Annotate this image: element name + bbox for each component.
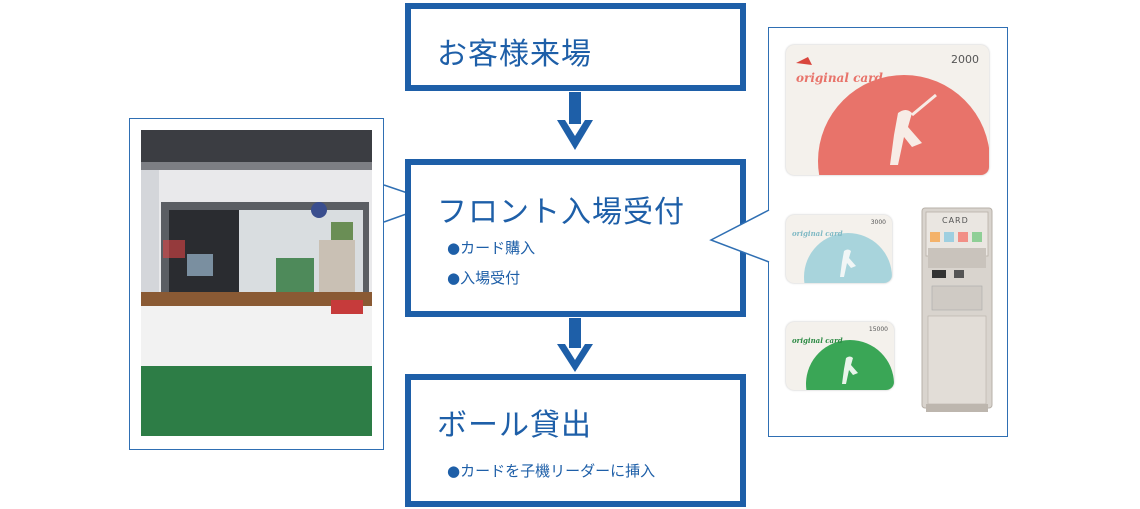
card-vending-machine: CARD xyxy=(920,207,994,414)
step-arrival-box: お客様来場 xyxy=(405,3,746,91)
card-2000-art xyxy=(796,57,989,175)
arrow-down-1 xyxy=(557,92,593,150)
step-ball-title: ボール貸出 xyxy=(437,408,592,443)
card-15000: original card 15000 xyxy=(786,322,894,390)
card-3000-art xyxy=(804,233,892,283)
card-15000-value: 15000 xyxy=(868,326,888,333)
card-15000-label: original card xyxy=(792,336,843,345)
step-ball-box: ボール貸出 ●カードを子機リーダーに挿入 xyxy=(405,374,746,507)
vending-machine-label: CARD xyxy=(942,216,969,225)
reception-photo xyxy=(141,130,372,436)
arrow-down-2 xyxy=(557,318,593,372)
step-front-title: フロント入場受付 xyxy=(437,195,685,230)
step-arrival-title: お客様来場 xyxy=(437,37,592,72)
card-3000-label: original card xyxy=(792,229,843,238)
card-15000-art xyxy=(806,340,894,390)
step-ball-bullet-1: ●カードを子機リーダーに挿入 xyxy=(447,462,656,480)
card-2000: original card 2000 xyxy=(786,45,989,175)
card-2000-label: original card xyxy=(796,71,883,85)
card-3000-value: 3000 xyxy=(870,219,886,226)
card-2000-value: 2000 xyxy=(951,53,979,66)
step-front-bullet-1: ●カード購入 xyxy=(447,239,536,257)
step-front-box: フロント入場受付 ●カード購入 ●入場受付 xyxy=(405,159,746,317)
reception-photo-drawing xyxy=(141,130,372,436)
card-vending-machine-drawing xyxy=(921,207,993,412)
step-front-bullet-2: ●入場受付 xyxy=(447,269,521,287)
card-3000: original card 3000 xyxy=(786,215,892,283)
